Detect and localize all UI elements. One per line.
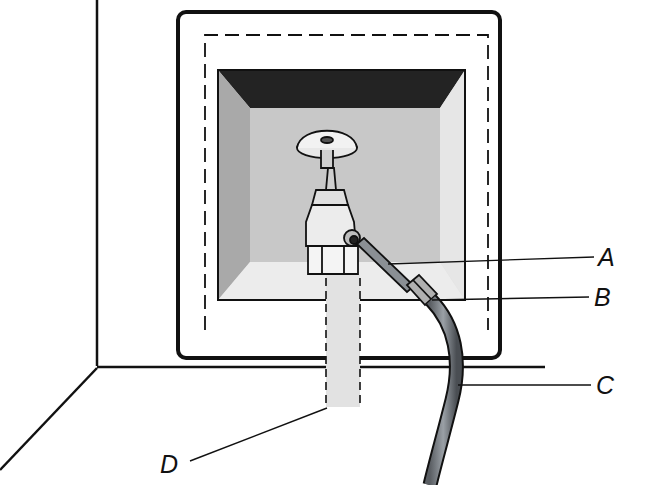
- leader-lines: [190, 257, 594, 461]
- callout-letter: B: [594, 285, 611, 310]
- recess-opening: [218, 70, 465, 300]
- recess-back-face: [250, 108, 440, 262]
- floor-edge: [0, 368, 97, 470]
- hose: [430, 300, 456, 485]
- supply-pipe: [326, 275, 360, 407]
- callout-letter: C: [596, 373, 614, 398]
- recess-right-face: [440, 70, 465, 300]
- recess-left-face: [218, 70, 250, 300]
- hose-fitting: [357, 238, 437, 305]
- callout-letter: A: [598, 245, 615, 270]
- floor-line: [97, 366, 545, 369]
- callout-letter: D: [160, 452, 178, 477]
- recess-top-face: [218, 70, 465, 108]
- water-valve: [297, 131, 360, 274]
- hose-outline: [430, 300, 456, 485]
- wall-corner: [96, 0, 99, 366]
